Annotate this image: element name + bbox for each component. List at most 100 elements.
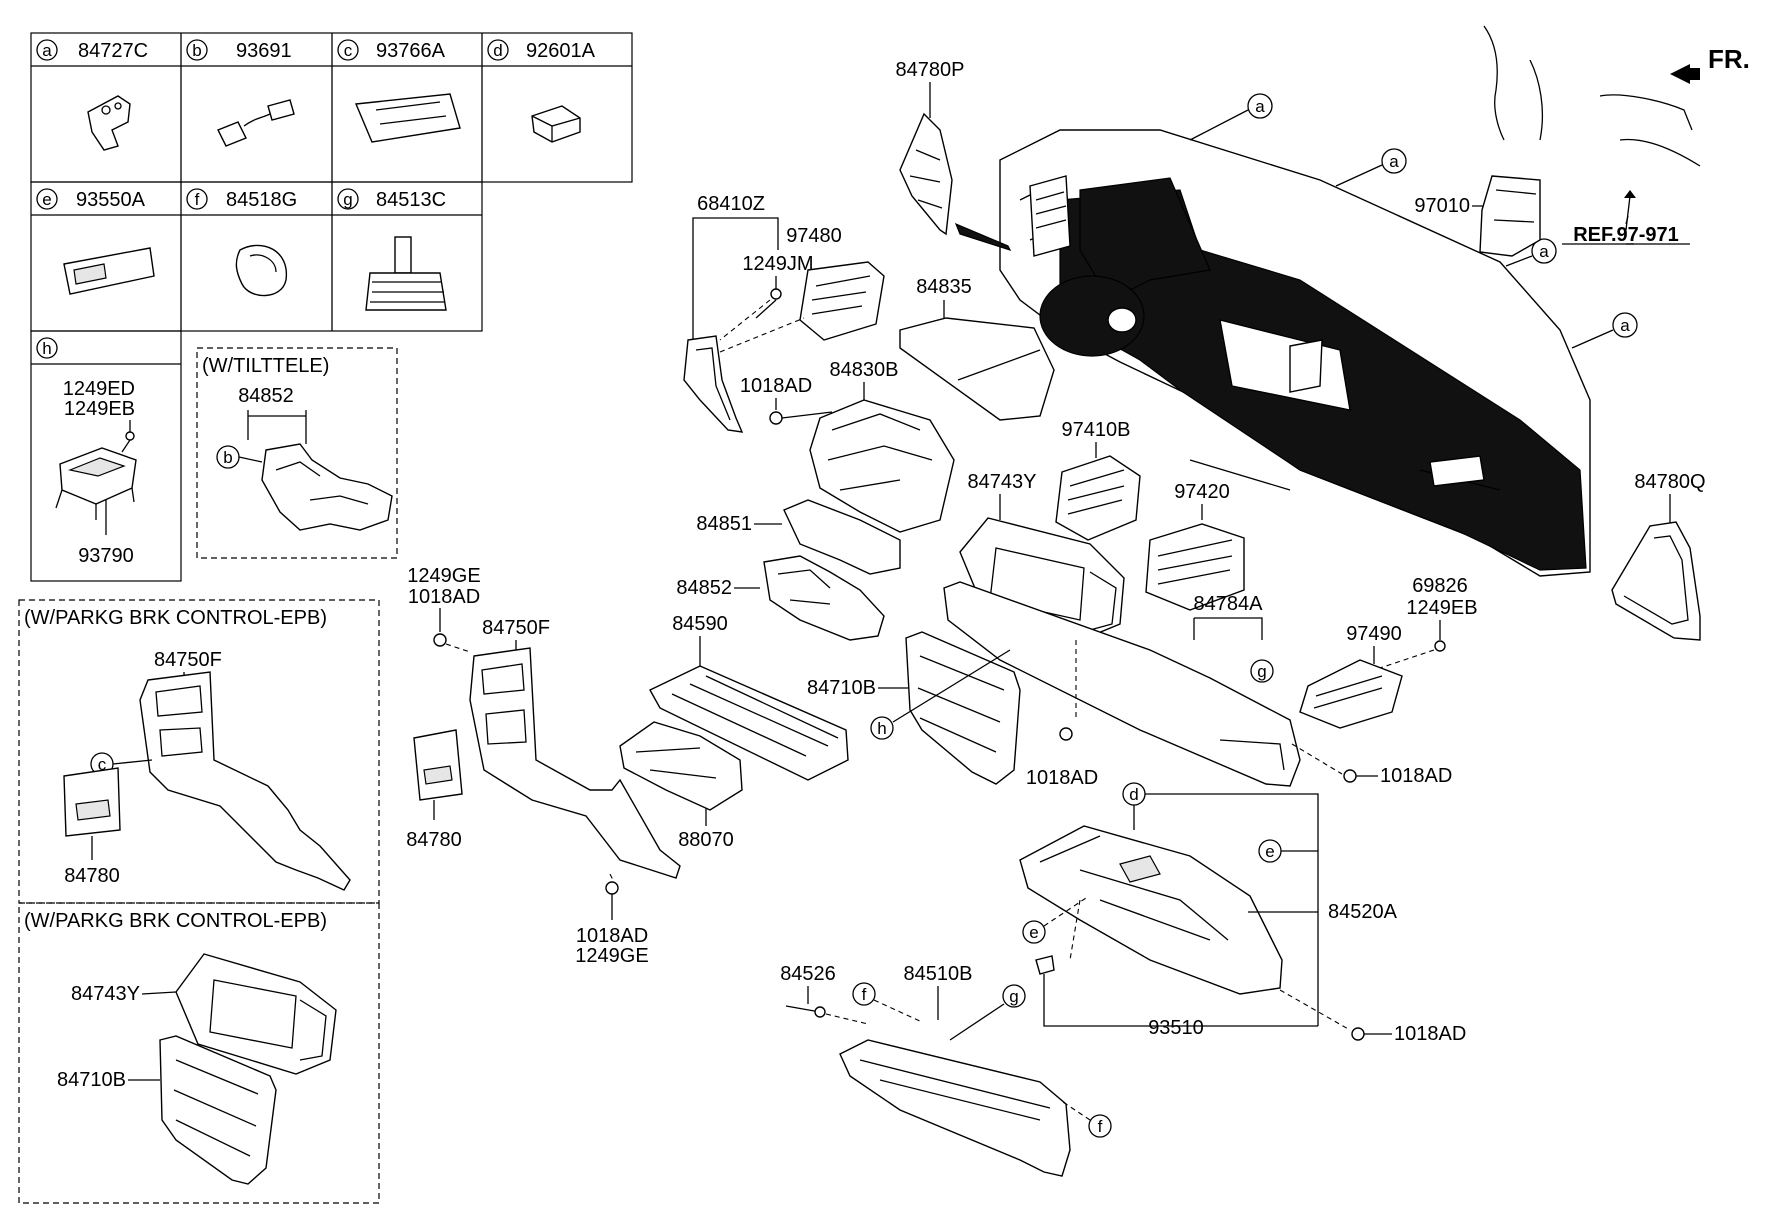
side-cover-84780Q: 84780Q: [1611, 471, 1706, 641]
left-vent-assembly: 68410Z 97480 1249JM: [683, 193, 885, 433]
glove-box-84510B: 84526 84510B f g f: [780, 963, 1112, 1177]
h-label-1249ED: 1249ED: [63, 378, 135, 400]
fastener-1018AD-center: 1018AD: [1026, 640, 1098, 789]
front-direction-label: FR.: [1708, 44, 1750, 74]
label-84835: 84835: [916, 276, 972, 298]
switch-panel-icon: [354, 93, 461, 143]
callout-a-group: a a a a: [1189, 93, 1638, 349]
label-84510B: 84510B: [904, 963, 973, 985]
callout-g-2: g: [1009, 987, 1018, 1006]
label-1249GE-a: 1249GE: [407, 565, 480, 587]
switch-module-icon: [63, 247, 155, 295]
label-84780P: 84780P: [896, 59, 965, 81]
reference-label: REF.97-971: [1573, 224, 1679, 246]
label-1018AD-d: 1018AD: [1380, 765, 1452, 787]
tray-84590: 84590 88070: [619, 613, 849, 851]
h-label-1249EB: 1249EB: [64, 398, 135, 420]
lower-panel-84750F: 1249GE 1018AD 84750F 84780 1018AD 1249GE: [406, 565, 681, 967]
legend-part-b: 93691: [236, 40, 292, 62]
label-84520A: 84520A: [1328, 901, 1398, 923]
dashboard-crash-pad: [999, 129, 1591, 577]
label-84743Y: 84743Y: [968, 471, 1037, 493]
callout-a-2: a: [1389, 152, 1399, 171]
lower-cover-84830B: 1018AD 84830B: [740, 359, 955, 533]
label-1018AD-a: 1018AD: [740, 375, 812, 397]
label-1249GE-b: 1249GE: [575, 945, 648, 967]
label-1018AD-b: 1018AD: [408, 586, 480, 608]
label-84830B: 84830B: [830, 359, 899, 381]
reference-area: 97010 REF.97-971 FR.: [1414, 25, 1750, 257]
label-1249JM: 1249JM: [742, 253, 813, 275]
side-cover-84780P: 84780P: [896, 59, 1012, 252]
inset-tilttele-callout: b: [223, 448, 232, 467]
label-84851: 84851: [696, 513, 752, 535]
inset-tilttele: (W/TILTTELE) 84852 b: [196, 347, 398, 559]
legend-letter-g: g: [343, 190, 352, 209]
legend-part-c: 93766A: [376, 40, 446, 62]
legend-letter-e: e: [42, 190, 51, 209]
label-1249EB: 1249EB: [1406, 597, 1477, 619]
label-69826: 69826: [1412, 575, 1468, 597]
label-97480: 97480: [786, 225, 842, 247]
label-84526: 84526: [780, 963, 836, 985]
inset-epb-top-title: (W/PARKG BRK CONTROL-EPB): [24, 607, 327, 629]
callout-a-3: a: [1539, 242, 1549, 261]
callout-e-2: e: [1029, 923, 1038, 942]
parts-legend-table: a 84727C b 93691 c 93766A d 92601A e 935…: [30, 32, 633, 582]
inset-epb-bottom: (W/PARKG BRK CONTROL-EPB) 84743Y 84710B: [18, 902, 380, 1204]
legend-letter-a: a: [42, 41, 52, 60]
inset-epb-top-part-84750F: 84750F: [154, 649, 222, 671]
label-68410Z: 68410Z: [697, 193, 765, 215]
glove-box-housing-84520A: d e e 84520A 93510 1018AD: [1019, 782, 1466, 1045]
inset-epb-bottom-title: (W/PARKG BRK CONTROL-EPB): [24, 910, 327, 932]
pad-84835: 84835: [899, 276, 1055, 421]
label-97420: 97420: [1174, 481, 1230, 503]
label-84750F: 84750F: [482, 617, 550, 639]
garnish-84784A: 84784A g: [943, 581, 1301, 787]
inset-epb-bottom-part-84710B: 84710B: [57, 1069, 126, 1091]
clip-part-icon: [531, 105, 581, 143]
legend-part-g: 84513C: [376, 189, 446, 211]
inset-epb-top-callout: c: [98, 755, 107, 774]
label-1018AD-e: 1018AD: [576, 925, 648, 947]
label-1018AD-c: 1018AD: [1026, 767, 1098, 789]
callout-e-1: e: [1265, 842, 1274, 861]
inset-epb-top-part-84780: 84780: [64, 865, 120, 887]
label-97410B: 97410B: [1062, 419, 1131, 441]
callout-g-garnish: g: [1257, 662, 1266, 681]
inset-epb-top: (W/PARKG BRK CONTROL-EPB) 84750F c 84780: [18, 599, 380, 904]
legend-letter-c: c: [344, 41, 353, 60]
callout-d: d: [1129, 785, 1138, 804]
inset-tilttele-title: (W/TILTTELE): [202, 355, 329, 377]
legend-letter-b: b: [192, 41, 201, 60]
callout-f-1: f: [862, 985, 867, 1004]
legend-letter-d: d: [493, 41, 502, 60]
legend-part-f: 84518G: [226, 189, 297, 211]
label-1018AD-f: 1018AD: [1394, 1023, 1466, 1045]
legend-part-a: 84727C: [78, 40, 148, 62]
label-84780Q: 84780Q: [1634, 471, 1705, 493]
pad-plate-icon: [365, 236, 447, 311]
callout-h: h: [877, 719, 886, 738]
callout-f-2: f: [1098, 1117, 1103, 1136]
lower-center-panel-84710B: 84710B h: [807, 631, 1021, 785]
bracket-part-icon: [87, 95, 131, 151]
label-97490: 97490: [1346, 623, 1402, 645]
center-vent-97410B: 97410B: [1055, 419, 1141, 541]
right-vent-assembly: 69826 1249EB 97490 1018AD: [1291, 575, 1478, 787]
callout-a-4: a: [1620, 316, 1630, 335]
mounting-bracket-icon: [55, 447, 137, 520]
label-97010: 97010: [1414, 195, 1470, 217]
label-84784A: 84784A: [1194, 593, 1264, 615]
front-direction-arrow: [1670, 64, 1700, 84]
label-84590: 84590: [672, 613, 728, 635]
legend-part-e: 93550A: [76, 189, 146, 211]
inset-tilttele-part: 84852: [238, 385, 294, 407]
clip-round-icon: [235, 244, 287, 297]
label-84710B: 84710B: [807, 677, 876, 699]
column-covers: 84851 84852: [676, 499, 901, 641]
label-93510: 93510: [1148, 1017, 1204, 1039]
legend-letter-h: h: [42, 339, 51, 358]
label-88070: 88070: [678, 829, 734, 851]
